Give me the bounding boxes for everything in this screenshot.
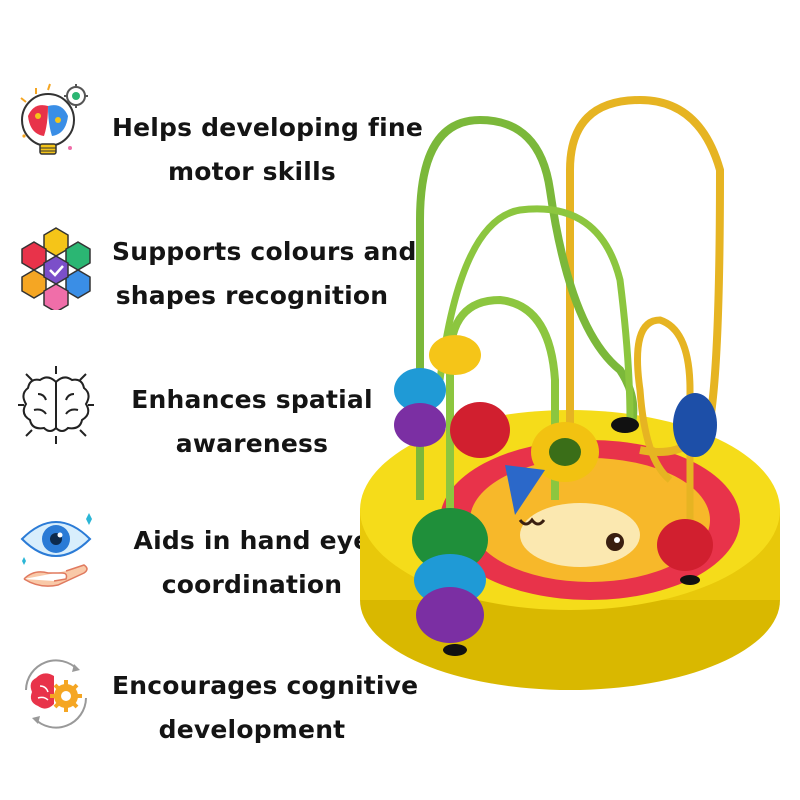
feature-subtitle: shapes recognition bbox=[115, 281, 389, 310]
feature-title: Enhances spatial bbox=[131, 385, 373, 414]
brain-outline-icon bbox=[14, 360, 98, 450]
feature-subtitle: coordination bbox=[161, 570, 343, 599]
feature-title: Encourages cognitive bbox=[112, 671, 419, 700]
feature-title: Aids in hand eye bbox=[133, 526, 371, 555]
feature-title: Supports colours and bbox=[112, 237, 417, 266]
feature-text: Enhances spatial awareness bbox=[112, 378, 392, 466]
hexagon-colors-icon bbox=[14, 220, 98, 310]
feature-item-hand-eye: Aids in hand eye coordination bbox=[0, 505, 400, 615]
feature-item-colour-shapes: Supports colours and shapes recognition bbox=[0, 220, 417, 330]
feature-text: Aids in hand eye coordination bbox=[112, 519, 392, 607]
feature-title: Helps developing fine bbox=[112, 113, 424, 142]
eye-hand-icon bbox=[14, 505, 98, 595]
brain-gear-icon bbox=[14, 650, 98, 740]
feature-item-cognitive: Encourages cognitive development bbox=[0, 650, 419, 760]
feature-text: Supports colours and shapes recognition bbox=[112, 230, 417, 318]
feature-item-spatial: Enhances spatial awareness bbox=[0, 360, 400, 470]
feature-subtitle: motor skills bbox=[168, 157, 336, 186]
feature-text: Encourages cognitive development bbox=[112, 664, 419, 752]
feature-text: Helps developing fine motor skills bbox=[112, 106, 424, 194]
bead-maze-toy-image bbox=[340, 80, 800, 760]
feature-subtitle: development bbox=[158, 715, 346, 744]
feature-item-fine-motor: Helps developing fine motor skills bbox=[0, 80, 423, 190]
brain-bulb-icon bbox=[14, 80, 98, 170]
feature-subtitle: awareness bbox=[175, 429, 329, 458]
